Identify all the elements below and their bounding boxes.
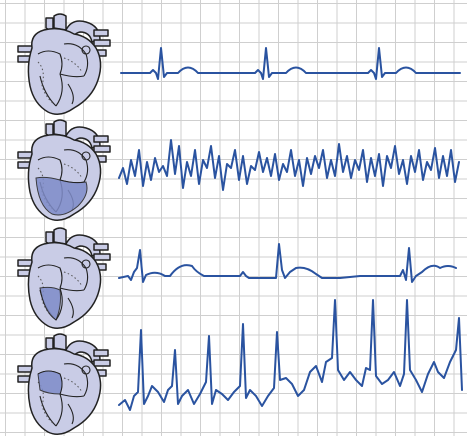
heart-icon <box>17 13 111 115</box>
ecg-trace-normal <box>120 47 461 80</box>
ecg-trace-st-elevation <box>118 243 457 283</box>
heart-icon <box>17 119 111 221</box>
heart-icon <box>17 227 111 329</box>
heart-icon <box>17 333 111 435</box>
ecg-trace-fibrillation <box>118 139 460 191</box>
ecg-trace-tachycardia <box>118 299 463 411</box>
